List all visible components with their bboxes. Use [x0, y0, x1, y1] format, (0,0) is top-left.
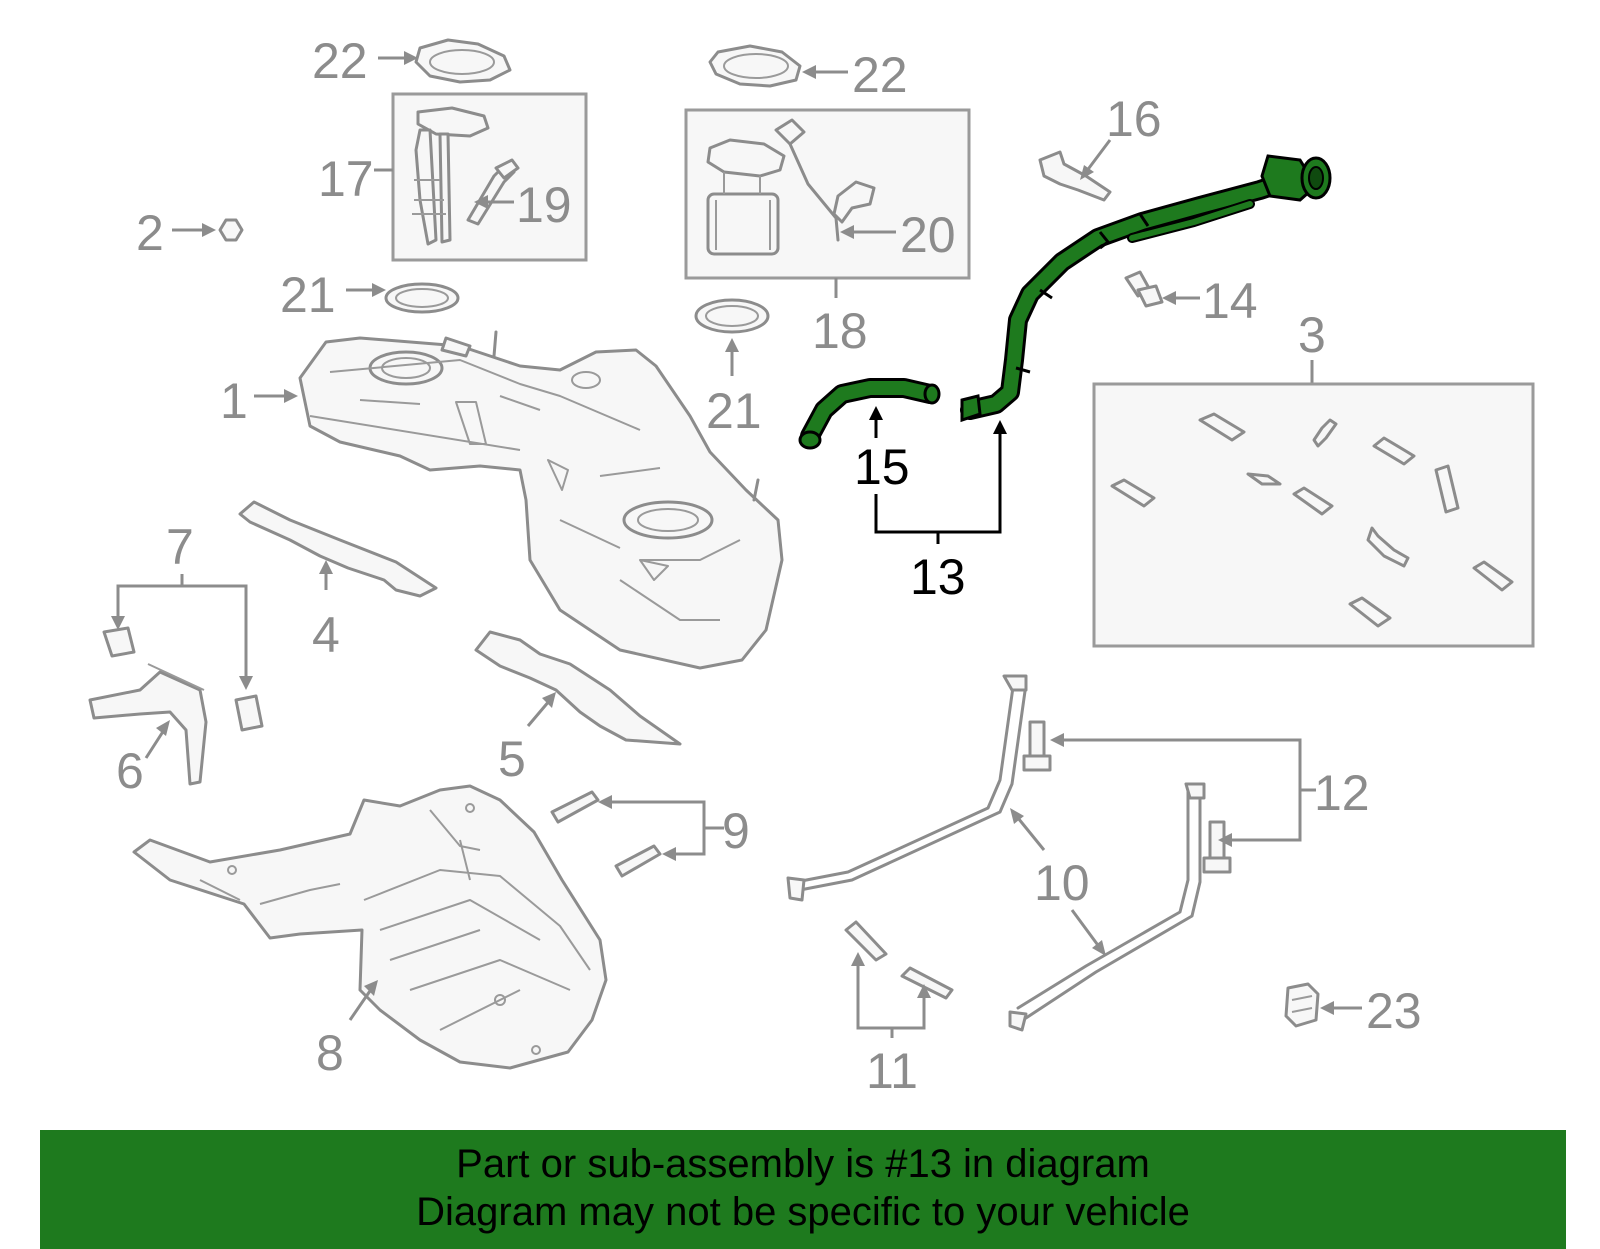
part-2-nut[interactable]: [218, 218, 244, 242]
callout-21-right: 21: [706, 338, 762, 439]
callout-12: 12: [1050, 733, 1370, 847]
callout-label: 22: [852, 47, 908, 103]
part-10-strap-rear[interactable]: [1008, 782, 1206, 1032]
part-7-pad-a[interactable]: [102, 626, 136, 658]
part-22-lock-ring-left[interactable]: [414, 38, 512, 84]
part-10-strap-front[interactable]: [786, 674, 1028, 902]
callout-6: 6: [116, 720, 170, 799]
part-21-gasket-right[interactable]: [694, 298, 770, 334]
banner-line-disclaimer: Diagram may not be specific to your vehi…: [416, 1190, 1190, 1234]
part-1-fuel-tank[interactable]: [298, 330, 784, 670]
part-15-vent-hose[interactable]: [798, 378, 941, 450]
callout-label: 15: [854, 439, 910, 495]
callout-label: 6: [116, 743, 144, 799]
callout-label: 1: [220, 373, 248, 429]
part-23-clip[interactable]: [1284, 982, 1320, 1028]
part-12-bolt-upper[interactable]: [1022, 720, 1052, 772]
callout-8: 8: [316, 980, 378, 1081]
callout-16: 16: [1080, 91, 1162, 180]
callout-21-left: 21: [280, 267, 386, 323]
part-6-bracket[interactable]: [88, 663, 208, 786]
callout-label: 13: [910, 549, 966, 605]
part-14-bolt[interactable]: [1124, 270, 1164, 308]
callout-label: 8: [316, 1025, 344, 1081]
callout-label: 21: [706, 383, 762, 439]
info-banner: Part or sub-assembly is #13 in diagram D…: [40, 1130, 1566, 1249]
callout-label: 3: [1298, 307, 1326, 363]
part-9-pad-b[interactable]: [614, 844, 662, 878]
part-13-filler-pipe-assembly[interactable]: [960, 154, 1332, 423]
callout-label: 17: [318, 151, 374, 207]
callout-label: 23: [1366, 983, 1422, 1039]
callout-15: 15: [854, 406, 910, 495]
part-7-pad-b[interactable]: [234, 694, 264, 732]
callout-label: 5: [498, 731, 526, 787]
part-16-bracket[interactable]: [1038, 150, 1112, 202]
callout-17: 17: [318, 151, 393, 207]
callout-9: 9: [598, 795, 750, 861]
part-22-lock-ring-right[interactable]: [708, 44, 802, 88]
callout-label: 20: [900, 207, 956, 263]
banner-line-part-number: Part or sub-assembly is #13 in diagram: [456, 1142, 1150, 1186]
callout-3: 3: [1298, 307, 1326, 384]
callout-label: 16: [1106, 91, 1162, 147]
callout-label: 19: [516, 177, 572, 233]
part-12-bolt-lower[interactable]: [1202, 820, 1232, 874]
callout-label: 9: [722, 803, 750, 859]
part-17-fuel-pump-module[interactable]: [412, 106, 490, 246]
callout-label: 11: [866, 1043, 918, 1099]
callout-13: 13: [874, 420, 1007, 605]
callout-label: 21: [280, 267, 336, 323]
callout-23: 23: [1320, 983, 1422, 1039]
callout-label: 10: [1034, 855, 1090, 911]
group-box-3: [1092, 382, 1535, 648]
part-4-heat-shield[interactable]: [238, 500, 438, 598]
callout-label: 12: [1314, 765, 1370, 821]
part-11-pad-a[interactable]: [844, 920, 888, 962]
part-21-gasket-left[interactable]: [384, 282, 460, 314]
callout-14: 14: [1162, 273, 1258, 329]
callout-10: 10: [1010, 808, 1106, 956]
part-3-insulator-pads[interactable]: [1110, 412, 1514, 628]
callout-4: 4: [312, 560, 340, 663]
callout-1: 1: [220, 373, 298, 429]
part-19-sending-unit[interactable]: [466, 158, 520, 226]
part-8-underbody-shield[interactable]: [132, 784, 608, 1070]
callout-22-right: 22: [802, 47, 908, 103]
part-11-pad-b[interactable]: [900, 966, 954, 1000]
callout-5: 5: [498, 692, 556, 787]
callout-18: 18: [812, 278, 868, 359]
callout-label: 7: [166, 519, 194, 575]
part-20-level-sensor[interactable]: [774, 118, 876, 242]
part-18-fuel-pump-assembly[interactable]: [706, 138, 786, 256]
callout-20: 20: [840, 207, 956, 263]
callout-label: 18: [812, 303, 868, 359]
part-5-heat-shield[interactable]: [474, 630, 682, 746]
callout-19: 19: [474, 177, 572, 233]
part-9-pad-a[interactable]: [550, 790, 600, 824]
callout-2: 2: [136, 205, 216, 261]
callout-label: 14: [1202, 273, 1258, 329]
callout-22-left: 22: [312, 33, 418, 89]
callout-label: 2: [136, 205, 164, 261]
callout-label: 4: [312, 607, 340, 663]
callout-label: 22: [312, 33, 368, 89]
callout-11: 11: [851, 952, 931, 1099]
callout-7: 7: [111, 519, 253, 690]
